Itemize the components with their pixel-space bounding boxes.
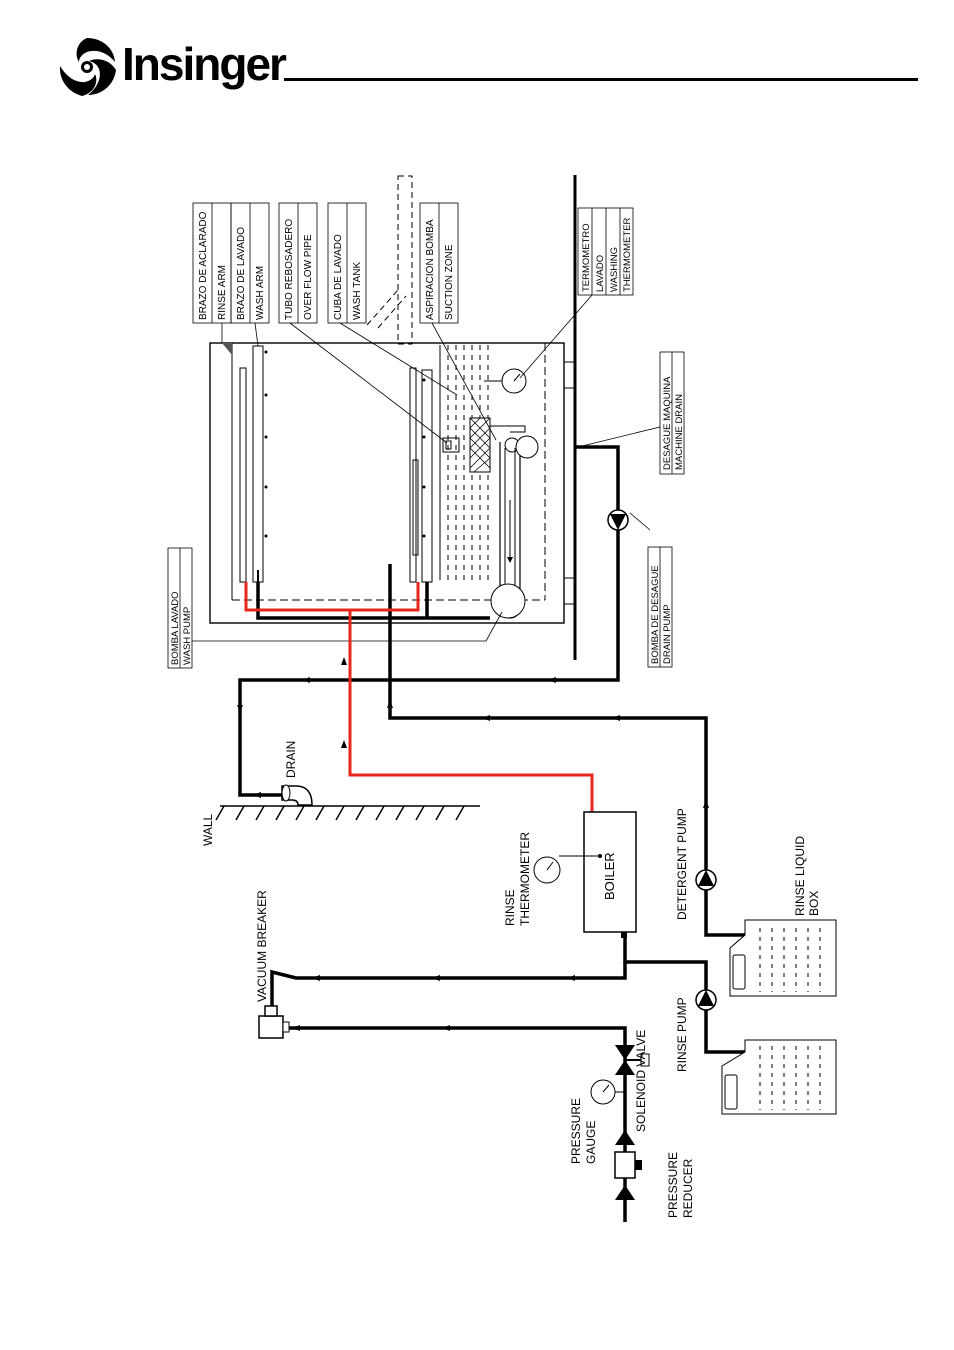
label-boiler: BOILER — [602, 852, 617, 900]
wall — [215, 805, 480, 821]
flow-arrows — [237, 657, 709, 1031]
label-wash-pump-en: WASH PUMP — [182, 607, 193, 665]
label-overflow-pipe: TUBO REBOSADERO OVER FLOW PIPE — [278, 202, 318, 324]
rinse-thermometer-gauge — [533, 856, 561, 884]
pressure-gauge — [590, 1079, 625, 1105]
label-solenoid-valve: SOLENOID VALVE — [634, 1030, 648, 1132]
label-machine-drain-es: DESAGUE MAQUINA — [662, 376, 673, 470]
label-rinse-arm-en: RINSE ARM — [217, 265, 228, 320]
overflow-pipe — [442, 437, 460, 453]
label-wash-tank-en: WASH TANK — [352, 262, 363, 320]
floor-drain — [281, 784, 313, 806]
label-rinse-thermo-2: THERMOMETER — [518, 832, 532, 926]
label-pressure-reducer-2: REDUCER — [681, 1158, 695, 1218]
label-rinse-thermo-1: RINSE — [503, 889, 517, 926]
label-drain-pump: BOMBA DE DESAGUE DRAIN PUMP — [647, 546, 673, 668]
machine-drain-pump-circle — [515, 435, 539, 459]
label-detergent-pump: DETERGENT PUMP — [675, 808, 689, 920]
drain-pump-symbol — [607, 509, 629, 531]
pressure-reducer — [614, 1130, 642, 1200]
rinse-liquid-box — [729, 919, 837, 997]
label-rinse-liquid-2: BOX — [807, 891, 821, 916]
boiler — [559, 811, 637, 938]
label-wash-pump-es: BOMBA LAVADO — [170, 591, 181, 665]
label-machine-drain-en: MACHINE DRAIN — [674, 394, 685, 470]
vacuum-breaker — [258, 1005, 290, 1039]
swirl-logo-icon — [59, 38, 116, 96]
dishwasher-machine — [209, 175, 577, 660]
label-washing-thermometer: TERMOMETRO LAVADO WASHING THERMOMETER — [577, 207, 634, 296]
label-drain-pump-es: BOMBA DE DESAGUE — [650, 565, 661, 664]
label-rinse-pump: RINSE PUMP — [675, 997, 689, 1072]
label-wash-arm-en: WASH ARM — [255, 266, 266, 320]
label-rinse-arm-es: BRAZO DE ACLARADO — [198, 211, 209, 320]
leader-lines — [212, 294, 661, 642]
rinse-arm — [239, 345, 268, 583]
label-wash-thermo-3: WASHING — [609, 247, 620, 292]
label-vacuum-breaker: VACUUM BREAKER — [255, 890, 269, 1002]
label-suction-en: SUCTION ZONE — [444, 244, 455, 320]
label-suction-zone: ASPIRACION BOMBA SUCTION ZONE — [419, 202, 459, 324]
label-wash-thermo-2: LAVADO — [595, 255, 606, 292]
label-overflow-es: TUBO REBOSADERO — [284, 219, 295, 320]
label-rinse-arm: BRAZO DE ACLARADO RINSE ARM — [192, 202, 232, 324]
label-rinse-liquid-1: RINSE LIQUID — [793, 836, 807, 916]
label-wash-thermo-4: THERMOMETER — [622, 217, 633, 292]
label-overflow-en: OVER FLOW PIPE — [303, 234, 314, 320]
label-wash-arm: BRAZO DE LAVADO WASH ARM — [230, 202, 270, 324]
label-wash-tank-es: CUBA DE LAVADO — [333, 234, 344, 320]
label-pressure-gauge-1: PRESSURE — [569, 1098, 583, 1164]
wash-arm — [409, 367, 433, 583]
brand-name: Insinger — [122, 38, 287, 90]
label-wash-thermo-1: TERMOMETRO — [581, 223, 592, 292]
wash-pump-circle — [490, 583, 526, 619]
label-machine-drain: DESAGUE MAQUINA MACHINE DRAIN — [659, 351, 685, 475]
hot-water-lines — [244, 582, 594, 812]
label-drain: DRAIN — [284, 741, 298, 778]
washing-thermometer — [484, 368, 527, 394]
detergent-box — [721, 1039, 837, 1115]
label-drain-pump-en: DRAIN PUMP — [662, 604, 673, 664]
rinse-pump-symbol — [695, 989, 717, 1011]
page-header: Insinger — [0, 0, 954, 110]
label-wall: WALL — [201, 813, 215, 846]
wash-tank — [439, 345, 491, 580]
label-wash-tank: CUBA DE LAVADO WASH TANK — [327, 202, 367, 324]
label-pressure-reducer-1: PRESSURE — [666, 1152, 680, 1218]
label-wash-pump: BOMBA LAVADO WASH PUMP — [167, 547, 212, 669]
label-suction-es: ASPIRACION BOMBA — [425, 219, 436, 320]
solenoid-valve — [615, 1045, 650, 1075]
header-rule — [284, 78, 918, 81]
label-wash-arm-es: BRAZO DE LAVADO — [236, 227, 247, 320]
black-pipes — [238, 445, 745, 1222]
detergent-pump-symbol — [695, 869, 717, 891]
label-pressure-gauge-2: GAUGE — [584, 1121, 598, 1164]
